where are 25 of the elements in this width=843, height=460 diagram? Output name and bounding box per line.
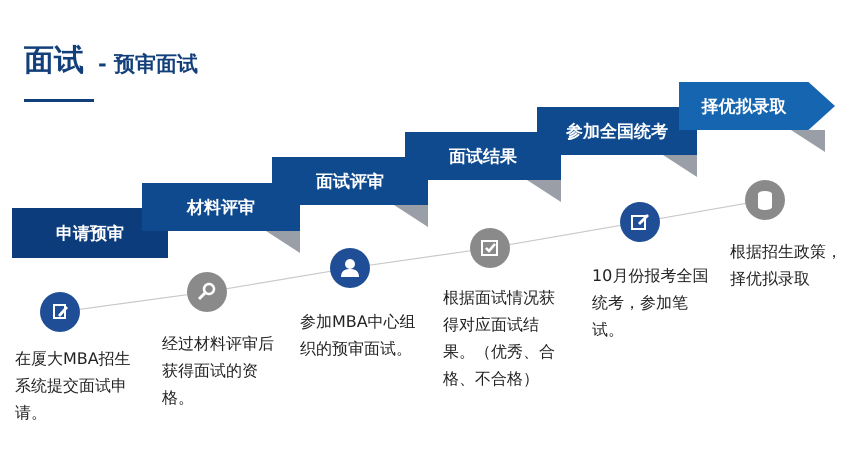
step-banner: 面试结果 [405,132,561,180]
step-circle [745,180,785,220]
title: 面试 [24,42,84,80]
step-banner: 参加全国统考 [537,107,697,155]
connector-line [370,250,470,266]
step-circle [620,202,660,242]
step-description: 在厦大MBA招生系统提交面试申请。 [15,348,132,424]
connector-line [226,270,330,290]
step-description: 经过材料评审后获得面试的资格。 [162,333,275,409]
step-description: 根据招生政策，择优拟录取 [730,241,843,290]
step-description: 参加MBA中心组织的预审面试。 [300,311,417,360]
step-circle [187,272,227,312]
connector-line [660,202,746,220]
arrow-banner: 择优拟录取 [679,82,835,130]
step-banner: 材料评审 [142,183,300,231]
step-banner: 申请预审 [12,208,168,258]
step-circle [40,292,80,332]
connector-line [510,224,620,246]
step-banner: 面试评审 [272,157,428,205]
step-description: 根据面试情况获得对应面试结果。（优秀、合格、不合格） [443,287,556,390]
step-description: 10月份报考全国统考，参加笔试。 [592,265,710,341]
step-circle [330,248,370,288]
connector-line [80,294,188,310]
step-circle [470,228,510,268]
subtitle: - 预审面试 [98,51,198,78]
